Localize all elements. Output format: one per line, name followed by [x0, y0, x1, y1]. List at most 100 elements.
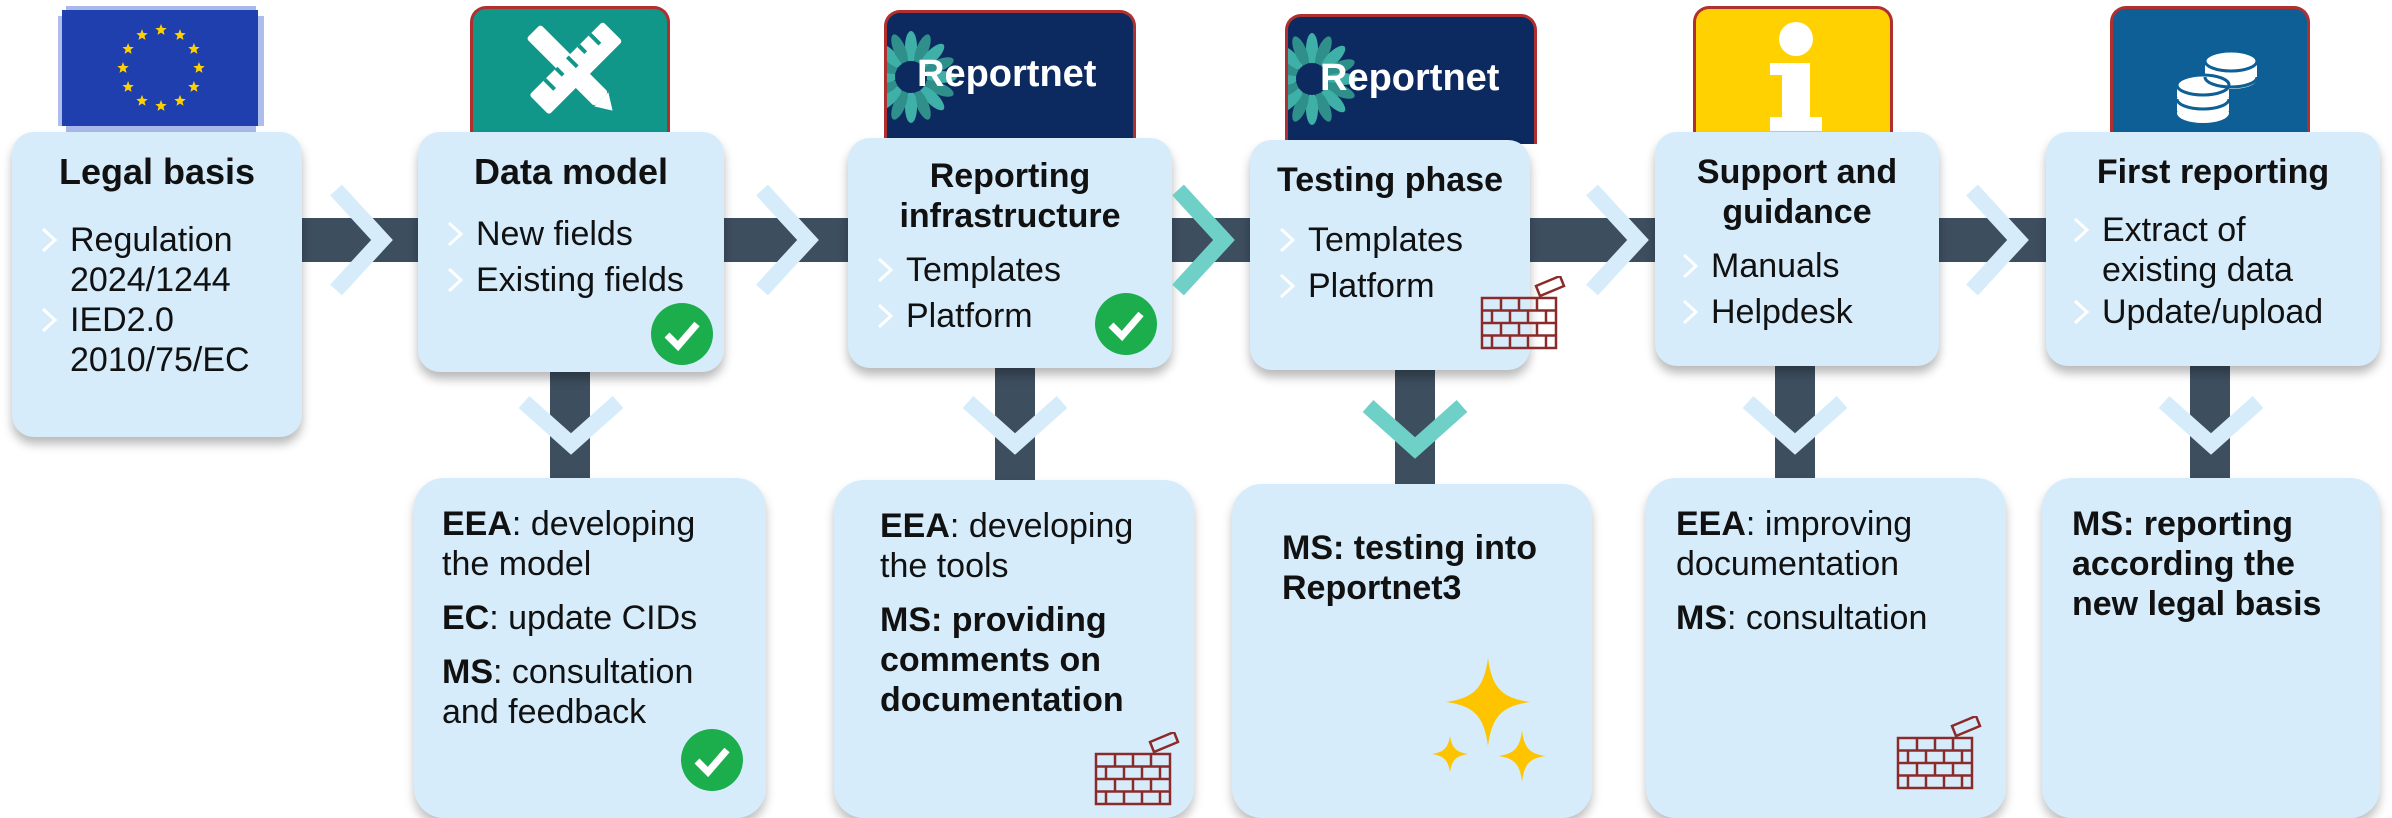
logo-petal	[920, 43, 945, 68]
detail-line: MS: reporting according the new legal ba…	[2072, 505, 2322, 623]
list-item: Platform	[864, 296, 1156, 336]
logo-petal	[1315, 36, 1332, 67]
star-icon	[122, 43, 134, 54]
reportnet-logo: Reportnet	[884, 10, 1136, 140]
star-icon	[174, 94, 186, 106]
detail-card: MS: testing into Reportnet3	[1232, 484, 1592, 818]
checkmark-icon	[681, 729, 743, 791]
step-title: Support and guidance	[1696, 153, 1898, 231]
logo-petal	[887, 43, 902, 68]
chevron-down-icon	[1362, 400, 1468, 459]
logo-petal	[923, 57, 954, 74]
eu-flag-icon	[58, 6, 264, 132]
chevron-right-icon	[1172, 184, 1235, 296]
reportnet-logo-text: Reportnet	[1320, 57, 1500, 99]
detail-card: EEA: improving documentation MS: consult…	[1646, 478, 2006, 818]
logo-petal	[1288, 59, 1300, 76]
brick-wall-icon	[1896, 716, 1982, 790]
logo-petal	[1288, 82, 1300, 99]
logo-petal	[891, 34, 908, 65]
logo-petal	[1326, 73, 1358, 85]
detail-line: EEA: developing the model	[442, 505, 696, 583]
logo-petal	[914, 34, 931, 65]
list-item: Helpdesk	[1669, 292, 1925, 332]
logo-center	[895, 61, 927, 93]
chevron-right-icon	[1966, 184, 2029, 296]
pencil-ruler-icon	[470, 6, 670, 136]
step-card-testing-phase: Testing phase Templates Platform	[1250, 140, 1530, 370]
step-title: Data model	[473, 151, 669, 192]
step-title: Legal basis	[58, 151, 256, 192]
star-icon	[188, 81, 200, 92]
logo-petal	[1288, 88, 1303, 113]
logo-petal	[1292, 91, 1309, 122]
chevron-right-icon	[1586, 184, 1649, 296]
list-item: Manuals	[1669, 246, 1925, 286]
list-item: New fields	[434, 214, 708, 254]
star-icon	[136, 94, 148, 106]
connector-bar-vertical	[1775, 360, 1815, 480]
logo-petal	[1324, 82, 1355, 99]
logo-petal	[1321, 88, 1346, 113]
star-icon	[117, 62, 129, 73]
logo-petal	[914, 89, 931, 120]
logo-petal	[1288, 45, 1303, 70]
star-icon	[174, 29, 186, 40]
list-item: Existing fields	[434, 260, 708, 300]
detail-line: MS: consultation	[1676, 599, 1928, 637]
database-coins-icon	[2110, 6, 2310, 136]
list-item: Regulation 2024/1244	[28, 220, 286, 300]
logo-petal	[887, 71, 897, 83]
sparkles-icon	[1432, 658, 1546, 782]
chevron-down-icon	[1742, 396, 1848, 455]
detail-card: MS: reporting according the new legal ba…	[2042, 478, 2380, 818]
step-title: First reporting	[2096, 153, 2330, 191]
detail-line: EEA: improving documentation	[1676, 505, 1913, 583]
step-title: Testing phase	[1276, 161, 1504, 199]
chevron-down-icon	[962, 396, 1068, 455]
detail-line: MS: providing comments on documentation	[880, 601, 1124, 719]
connector-bar-vertical	[1395, 360, 1435, 485]
list-item: Platform	[1266, 266, 1514, 306]
list-item: Extract of existing data	[2060, 210, 2366, 290]
logo-petal	[1306, 93, 1318, 125]
star-icon	[136, 29, 148, 40]
detail-line: MS: consultation and feedback	[442, 653, 694, 731]
logo-petal	[1292, 36, 1309, 67]
checkmark-icon	[1095, 293, 1157, 355]
chevron-right-icon	[756, 184, 819, 296]
step-card-legal-basis: Legal basis Regulation 2024/1244 IED2.0 …	[12, 132, 302, 437]
reportnet-logo-text: Reportnet	[917, 53, 1097, 95]
list-item: Templates	[1266, 220, 1514, 260]
logo-petal	[887, 86, 902, 111]
reportnet-logo: Reportnet	[1285, 14, 1537, 144]
star-icon	[193, 62, 205, 73]
list-item: Templates	[864, 250, 1156, 290]
chevron-down-icon	[518, 396, 624, 455]
step-card-support-guidance: Support and guidance Manuals Helpdesk	[1655, 132, 1939, 366]
checkmark-icon	[651, 303, 713, 365]
logo-petal	[923, 80, 954, 97]
logo-petal	[1324, 59, 1355, 76]
logo-petal	[920, 86, 945, 111]
star-icon	[155, 100, 167, 111]
connector-bar-vertical	[2190, 360, 2230, 480]
logo-petal	[887, 57, 899, 74]
connector-bar-vertical	[995, 360, 1035, 480]
info-icon	[1693, 6, 1893, 136]
logo-petal	[1288, 73, 1298, 85]
logo-petal	[905, 91, 917, 123]
step-title: Reporting infrastructure	[899, 157, 1121, 235]
logo-center	[1296, 63, 1328, 95]
list-item: Update/upload	[2060, 292, 2366, 332]
chevron-right-icon	[330, 184, 393, 296]
logo-petal	[887, 80, 899, 97]
logo-petal	[1306, 33, 1318, 65]
brick-wall-icon	[1480, 276, 1566, 350]
step-card-first-reporting: First reporting Extract of existing data…	[2046, 132, 2380, 366]
step-card-reporting-infrastructure: Reporting infrastructure Templates Platf…	[848, 138, 1172, 368]
list-item: IED2.0 2010/75/EC	[28, 300, 286, 380]
logo-petal	[905, 31, 917, 63]
logo-petal	[1315, 91, 1332, 122]
logo-petal	[925, 71, 957, 83]
